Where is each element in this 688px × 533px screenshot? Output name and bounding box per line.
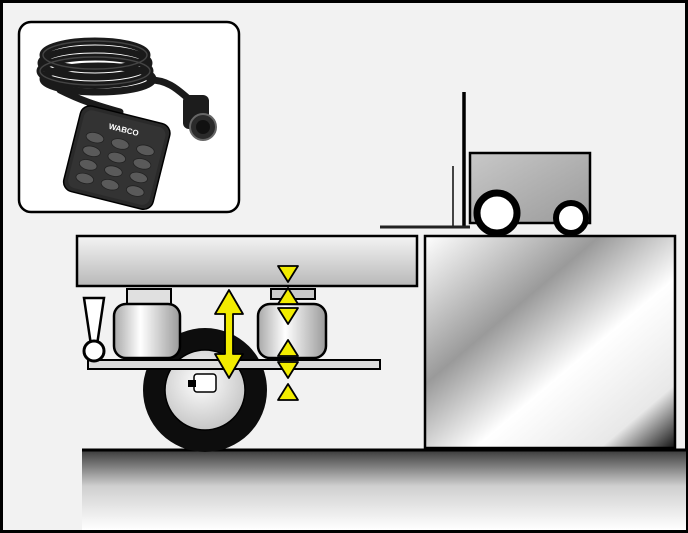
keypad-key [100, 179, 120, 191]
loading-dock [423, 234, 677, 450]
keypad-key [107, 151, 127, 164]
forklift-icon [380, 92, 592, 237]
trailer-chassis [75, 234, 419, 288]
keypad-key [132, 158, 152, 170]
remote-control-inset: WABCO [17, 20, 241, 214]
keypad-key [82, 145, 101, 157]
cable-connector-icon [183, 95, 217, 141]
ground-floor [82, 450, 686, 530]
keypad-key [110, 138, 130, 150]
keypad-buttons [75, 131, 155, 197]
keypad-key [78, 159, 98, 171]
keypad-key [85, 131, 105, 144]
left-air-spring [112, 288, 182, 360]
keypad-key [104, 165, 123, 177]
keypad-key [126, 185, 145, 197]
height-sensor-icon [82, 296, 106, 363]
remote-control-icon: WABCO [36, 37, 217, 211]
triangle-marker-icon [277, 265, 299, 401]
double-arrow-icon [214, 289, 244, 379]
keypad-key [75, 172, 95, 185]
right-air-spring [256, 288, 328, 360]
keypad-key [136, 144, 155, 156]
keypad-key [129, 171, 148, 184]
